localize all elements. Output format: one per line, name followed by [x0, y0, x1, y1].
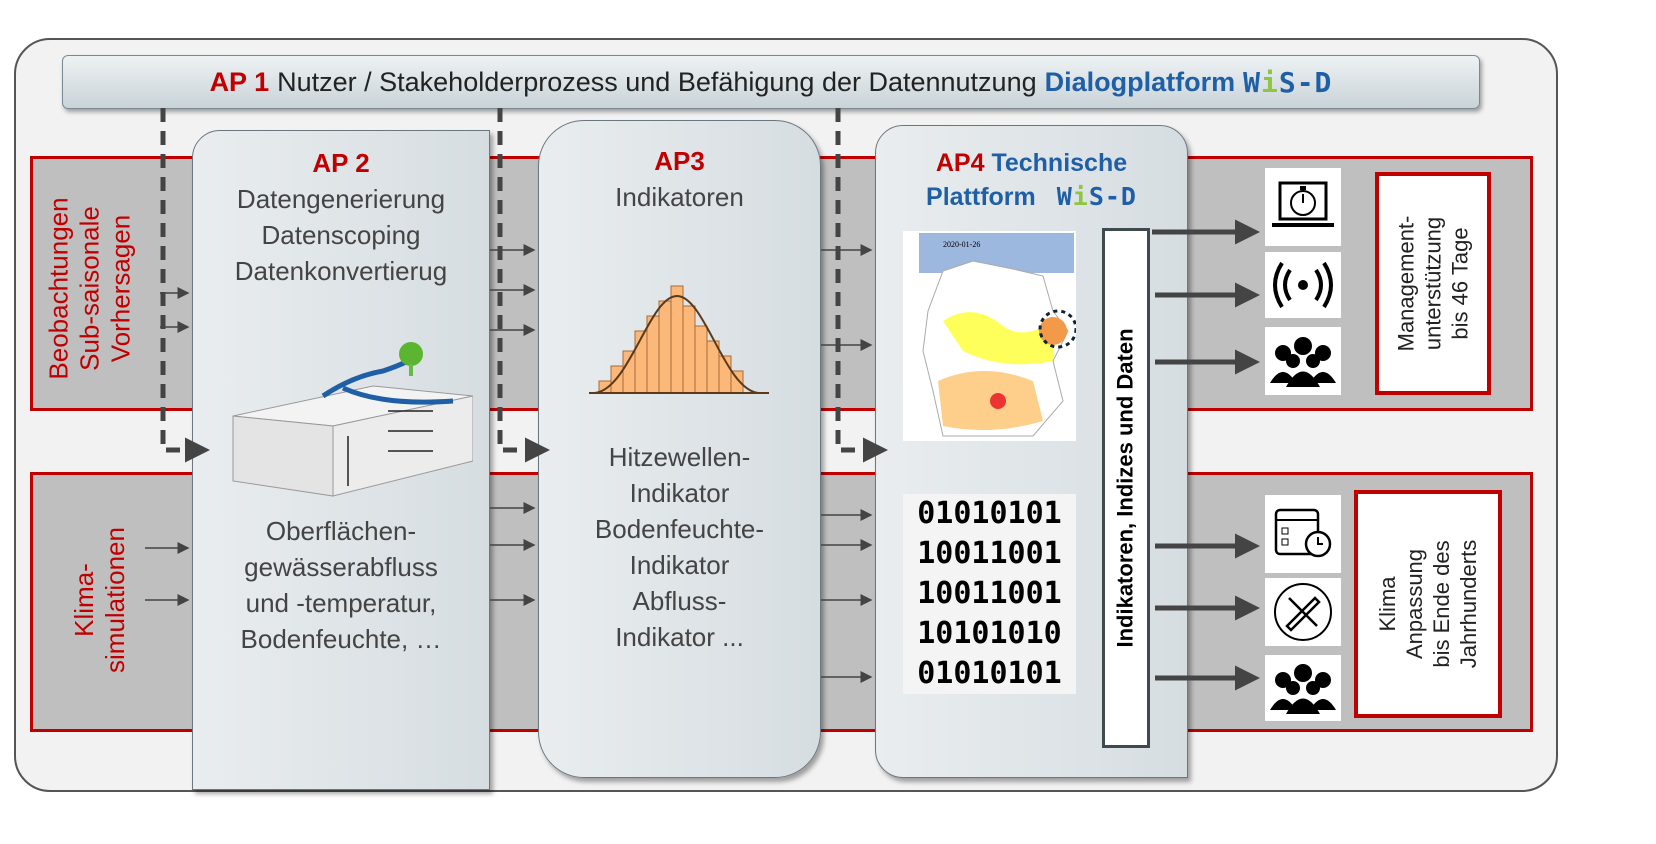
- ap2-output: und -temperatur,: [245, 588, 437, 618]
- ap1-banner: AP 1 Nutzer / Stakeholderprozess und Bef…: [62, 55, 1480, 109]
- binary-row: 10011001: [917, 576, 1062, 611]
- binary-row: 10011001: [917, 536, 1062, 571]
- ap3-subtitle: Indikatoren: [615, 182, 744, 212]
- lower-band-label: Klima- simulationen: [68, 527, 130, 673]
- ap2-output: Bodenfeuchte, …: [240, 624, 442, 654]
- ap3-indicator: Indikator: [629, 550, 730, 580]
- laptop-stopwatch-icon: [1265, 168, 1341, 246]
- broadcast-icon: [1265, 252, 1341, 318]
- histogram-illustration: [589, 285, 769, 394]
- upper-band-label: Beobachtungen Sub-saisonale Vorhersagen: [43, 196, 136, 380]
- ap1-label: AP 1: [209, 66, 270, 97]
- binary-row: 01010101: [917, 496, 1062, 531]
- dashboard-clock-icon: [1265, 495, 1341, 573]
- ap3-indicator: Bodenfeuchte-: [594, 514, 765, 544]
- ap3-indicator: Abfluss-: [632, 586, 727, 616]
- germany-map: 2020-01-26: [903, 231, 1076, 441]
- ap3-box: AP3 Indikatoren Hitzewellen- Indikator B…: [538, 120, 821, 778]
- people-group-icon: [1265, 655, 1341, 721]
- hydrology-model-illustration: [232, 342, 473, 497]
- wisd-logo: WiS-D: [1243, 65, 1333, 99]
- ap3-title: AP3: [654, 146, 705, 176]
- climate-adaptation-box: Klima Anpassung bis Ende des Jahrhundert…: [1354, 490, 1502, 718]
- ap3-indicator: Hitzewellen-: [608, 442, 751, 472]
- ap2-line: Datengenerierung: [236, 184, 446, 214]
- ap2-box: AP 2 Datengenerierung Datenscoping Daten…: [192, 130, 490, 790]
- data-output-box: Indikatoren, Indizes und Daten: [1102, 228, 1150, 748]
- ap2-line: Datenkonvertierug: [234, 256, 448, 286]
- management-support-box: Management- unterstützung bis 46 Tage: [1375, 172, 1491, 395]
- ap2-title: AP 2: [312, 148, 370, 178]
- wisd-logo: WiS-D: [1056, 182, 1137, 211]
- management-support-text: Management- unterstützung bis 46 Tage: [1393, 215, 1473, 352]
- ap4-title-blue: Technische: [991, 149, 1128, 177]
- ap3-indicator: Indikator: [629, 478, 730, 508]
- ap1-platform: Dialogplatform: [1044, 66, 1236, 97]
- ap2-output: Oberflächen-: [265, 516, 417, 546]
- map-date: 2020-01-26: [943, 240, 980, 249]
- ap2-line: Datenscoping: [261, 220, 421, 250]
- ap4-title-blue: Plattform: [926, 183, 1036, 211]
- data-output-label: Indikatoren, Indizes und Daten: [1113, 328, 1139, 648]
- ap2-output: gewässerabfluss: [244, 552, 438, 582]
- people-group-icon: [1265, 327, 1341, 395]
- ap1-text: Nutzer / Stakeholderprozess und Befähigu…: [277, 66, 1037, 97]
- binary-row: 10101010: [917, 616, 1062, 651]
- ap3-indicator: Indikator ...: [615, 622, 744, 652]
- binary-row: 01010101: [917, 656, 1062, 691]
- pencil-ruler-icon: [1265, 578, 1341, 646]
- binary-data-image: 01010101 10011001 10011001 10101010 0101…: [903, 494, 1076, 694]
- climate-adaptation-text: Klima Anpassung bis Ende des Jahrhundert…: [1374, 539, 1481, 669]
- ap4-title: AP4: [935, 149, 985, 177]
